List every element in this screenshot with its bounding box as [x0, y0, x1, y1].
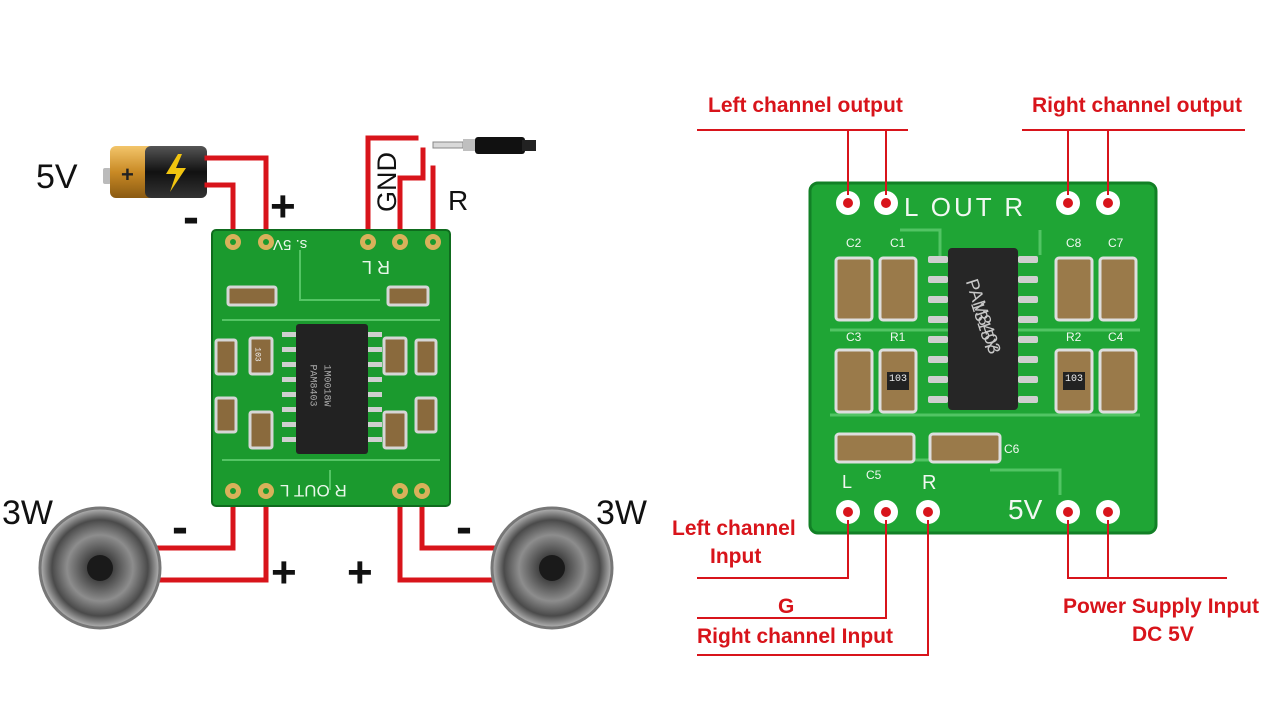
left-channel-output-label: Left channel output	[708, 94, 903, 117]
wires-left	[152, 135, 508, 583]
speaker-right-plus: +	[347, 548, 373, 597]
ground-label: G	[778, 595, 795, 618]
board-bottom-silk: R OUT L	[280, 481, 347, 500]
right-channel-input-label: Right channel Input	[697, 625, 893, 648]
component-label: R2	[1066, 330, 1082, 344]
speaker-left-power: 3W	[2, 494, 53, 532]
component-label: C6	[1004, 442, 1020, 456]
speaker-right-power: 3W	[596, 494, 647, 532]
audio-jack-icon	[432, 137, 536, 154]
left-channel-input-label-2: Input	[710, 545, 762, 568]
right-board-out-silk: L OUT R	[904, 192, 1027, 222]
left-pcb	[211, 229, 451, 507]
battery-icon: +	[103, 146, 207, 198]
battery-plus-label: +	[270, 182, 296, 231]
right-board-r-silk: R	[922, 472, 937, 494]
gnd-label: GND	[372, 152, 402, 212]
battery-minus-label: -	[183, 191, 199, 244]
power-supply-label-1: Power Supply Input	[1063, 595, 1260, 618]
speaker-right-minus: -	[456, 501, 472, 554]
speaker-right-icon	[490, 506, 614, 630]
board-top-pins: R L	[362, 257, 391, 277]
component-label: C7	[1108, 236, 1124, 250]
left-resistor-label: 103	[252, 347, 262, 362]
right-board-l-silk: L	[842, 472, 853, 492]
right-pcb	[808, 181, 1158, 535]
left-chip-text-2: 1M0018W	[320, 364, 332, 407]
component-label: C5	[866, 468, 882, 482]
svg-text:+: +	[121, 162, 134, 187]
r-input-label: R	[448, 185, 469, 216]
right-resistor-label-2: 103	[1065, 374, 1084, 385]
component-label: R1	[890, 330, 906, 344]
board-top-silk: s. 5V	[273, 236, 308, 253]
callout-lines	[697, 129, 1245, 656]
component-label: C1	[890, 236, 906, 250]
speaker-left-minus: -	[172, 501, 188, 554]
speaker-left-icon	[38, 506, 162, 630]
left-channel-input-label-1: Left channel	[672, 517, 796, 540]
component-label: C2	[846, 236, 862, 250]
power-supply-label-2: DC 5V	[1132, 623, 1194, 646]
component-label: C8	[1066, 236, 1082, 250]
right-resistor-label-1: 103	[889, 374, 908, 385]
battery-voltage-label: 5V	[36, 158, 78, 196]
right-channel-output-label: Right channel output	[1032, 94, 1242, 117]
speaker-left-plus: +	[271, 548, 297, 597]
component-label: C3	[846, 330, 862, 344]
left-chip-text-1: PAM8403	[306, 364, 318, 407]
right-board-5v-silk: 5V	[1008, 494, 1043, 525]
component-label: C4	[1108, 330, 1124, 344]
